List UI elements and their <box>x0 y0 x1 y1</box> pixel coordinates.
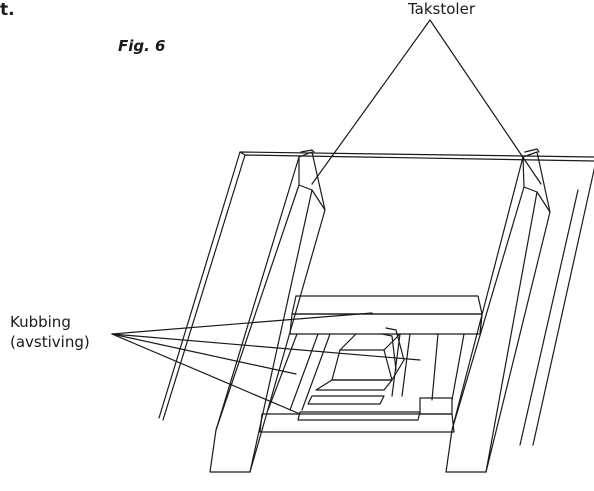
rafters-label: Takstoler <box>408 0 475 18</box>
left-rafter <box>209 149 326 473</box>
blocking-label-line1: Kubbing <box>10 313 71 331</box>
blocking-upper <box>289 295 483 335</box>
corner-text-fragment: t. <box>0 0 15 20</box>
right-rafter <box>445 148 551 473</box>
blocking-leader-lines <box>111 312 421 415</box>
right-board-edge <box>519 167 594 446</box>
blocking-lower <box>259 395 455 433</box>
rafters-leader-lines <box>311 19 542 185</box>
blocking-label: Kubbing (avstiving) <box>10 312 90 352</box>
ceiling-board <box>158 151 594 421</box>
figure-caption: Fig. 6 <box>118 37 166 55</box>
blocking-middle <box>315 327 405 391</box>
blocking-label-line2: (avstiving) <box>10 333 90 351</box>
